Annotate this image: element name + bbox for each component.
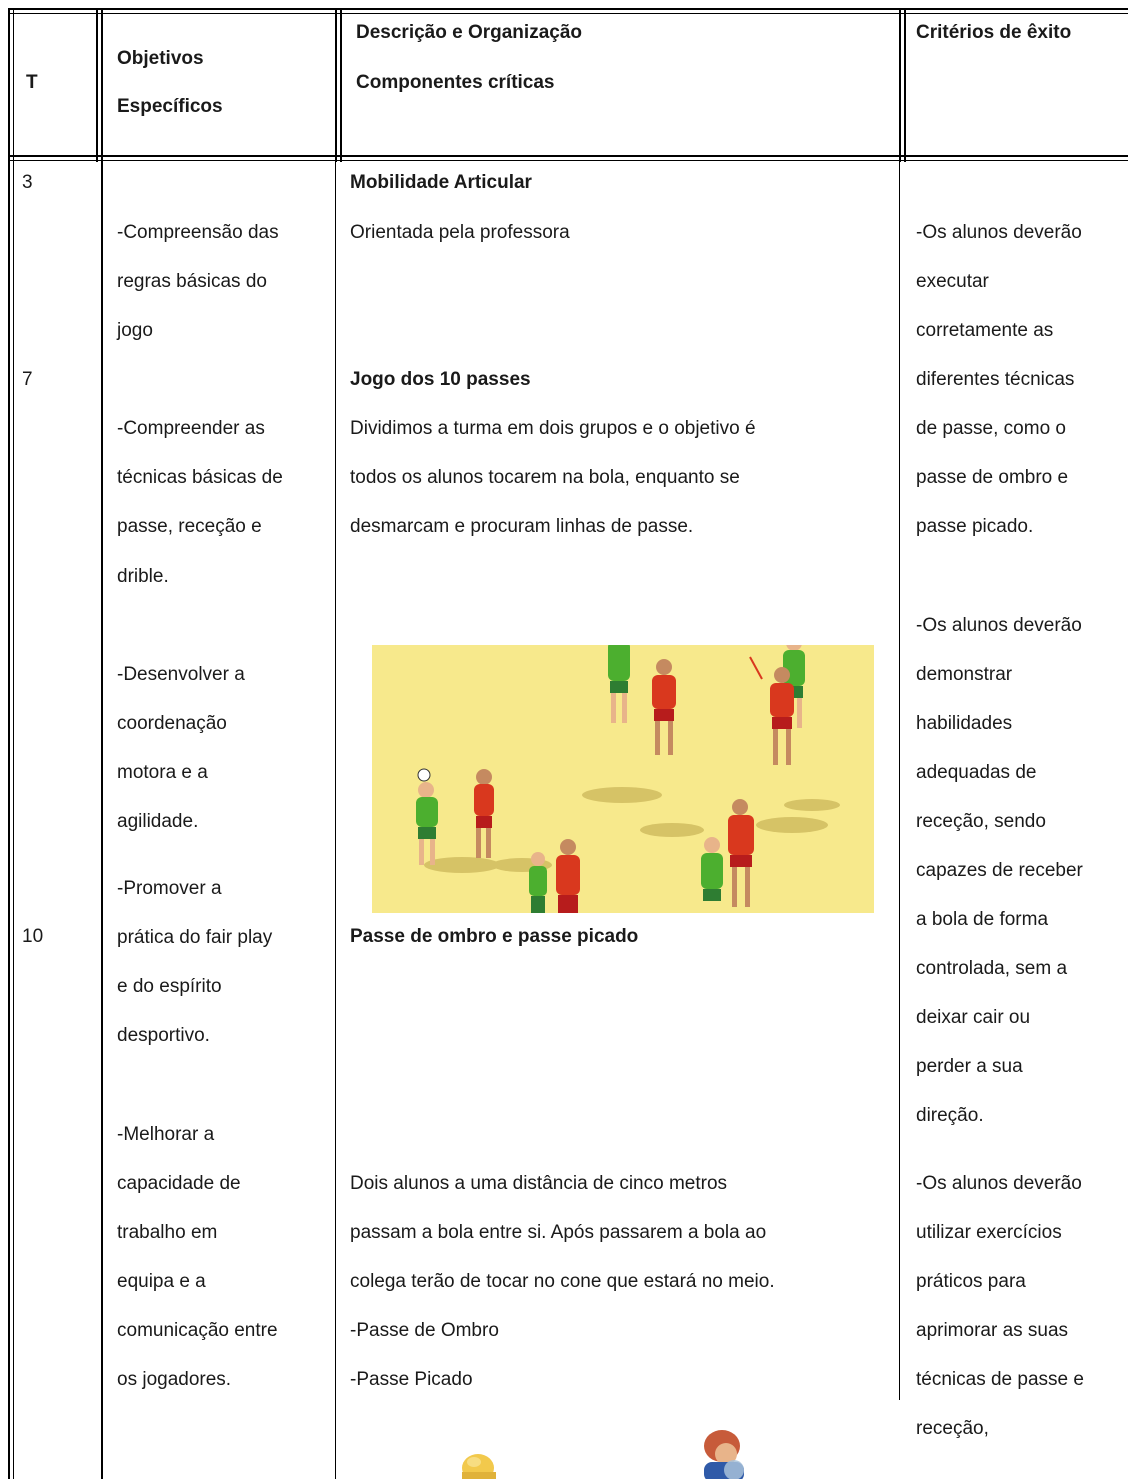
description-line: -Passe Picado bbox=[350, 1369, 473, 1390]
objective-line: -Compreensão das bbox=[117, 222, 279, 243]
description-line: desmarcam e procuram linhas de passe. bbox=[350, 516, 694, 537]
red-player bbox=[652, 659, 676, 755]
col2-header-b bbox=[340, 10, 342, 162]
passing-illustration bbox=[440, 1420, 820, 1479]
header-bottom-outer bbox=[10, 155, 1128, 157]
criteria-line: de passe, como o bbox=[916, 418, 1066, 439]
description-line: -Passe de Ombro bbox=[350, 1320, 499, 1341]
objective-line: -Compreender as bbox=[117, 418, 265, 439]
objective-line: prática do fair play bbox=[117, 927, 273, 948]
red-player bbox=[770, 667, 794, 765]
col3-header-b bbox=[904, 10, 906, 162]
description-line: Orientada pela professora bbox=[350, 222, 570, 243]
criteria-line: -Os alunos deverão bbox=[916, 615, 1082, 636]
objective-line: motora e a bbox=[117, 762, 208, 783]
header-objectives-2: Específicos bbox=[117, 96, 223, 117]
criteria-line: perder a sua bbox=[916, 1056, 1023, 1077]
criteria-line: executar bbox=[916, 271, 989, 292]
red-player bbox=[474, 769, 494, 858]
objective-line: -Desenvolver a bbox=[117, 664, 245, 685]
criteria-line: habilidades bbox=[916, 713, 1013, 734]
objective-line: trabalho em bbox=[117, 1222, 218, 1243]
objective-line: -Melhorar a bbox=[117, 1124, 215, 1145]
description-line: Dois alunos a uma distância de cinco met… bbox=[350, 1173, 728, 1194]
col3-body bbox=[899, 160, 900, 1400]
objective-line: drible. bbox=[117, 566, 169, 587]
objective-line: regras básicas do bbox=[117, 271, 267, 292]
col3-header-a bbox=[899, 10, 901, 162]
description-line: passam a bola entre si. Após passarem a … bbox=[350, 1222, 767, 1243]
objective-line: passe, receção e bbox=[117, 516, 262, 537]
description-heading: Passe de ombro e passe picado bbox=[350, 926, 639, 947]
objective-line: equipa e a bbox=[117, 1271, 206, 1292]
left-student bbox=[462, 1454, 496, 1479]
pass-arrow bbox=[749, 656, 763, 680]
criteria-line: -Os alunos deverão bbox=[916, 1173, 1082, 1194]
objective-line: agilidade. bbox=[117, 811, 199, 832]
criteria-line: receção, sendo bbox=[916, 811, 1046, 832]
description-heading: Mobilidade Articular bbox=[350, 172, 532, 193]
criteria-line: direção. bbox=[916, 1105, 984, 1126]
description-heading: Jogo dos 10 passes bbox=[350, 369, 531, 390]
criteria-line: utilizar exercícios bbox=[916, 1222, 1062, 1243]
objective-line: técnicas básicas de bbox=[117, 467, 283, 488]
criteria-line: capazes de receber bbox=[916, 860, 1083, 881]
criteria-line: receção, bbox=[916, 1418, 989, 1439]
objective-line: desportivo. bbox=[117, 1025, 210, 1046]
col1-header-b bbox=[101, 10, 103, 162]
right-student bbox=[704, 1430, 744, 1479]
criteria-line: técnicas de passe e bbox=[916, 1369, 1084, 1390]
header-objectives-1: Objetivos bbox=[117, 48, 204, 69]
criteria-line: adequadas de bbox=[916, 762, 1037, 783]
criteria-line: demonstrar bbox=[916, 664, 1013, 685]
header-bottom-inner bbox=[10, 160, 1128, 161]
criteria-line: passe de ombro e bbox=[916, 467, 1069, 488]
red-player bbox=[728, 799, 754, 907]
col2-header-a bbox=[335, 10, 337, 162]
description-line: todos os alunos tocarem na bola, enquant… bbox=[350, 467, 740, 488]
objective-line: -Promover a bbox=[117, 878, 222, 899]
passing-scene bbox=[462, 1430, 744, 1479]
top-border-inner bbox=[10, 13, 1128, 14]
green-player bbox=[416, 768, 438, 865]
criteria-line: controlada, sem a bbox=[916, 958, 1068, 979]
objective-line: capacidade de bbox=[117, 1173, 241, 1194]
red-player bbox=[556, 839, 580, 913]
header-criteria: Critérios de êxito bbox=[916, 22, 1072, 43]
header-description-1: Descrição e Organização bbox=[356, 22, 582, 43]
description-line: Dividimos a turma em dois grupos e o obj… bbox=[350, 418, 756, 439]
time-value: 10 bbox=[22, 926, 44, 947]
criteria-line: práticos para bbox=[916, 1271, 1026, 1292]
handball-game-illustration bbox=[372, 645, 874, 913]
objective-line: comunicação entre bbox=[117, 1320, 278, 1341]
left-border-outer bbox=[8, 8, 10, 1479]
top-border-outer bbox=[10, 8, 1128, 10]
col1-body bbox=[101, 160, 103, 1479]
green-player bbox=[701, 837, 723, 901]
green-player bbox=[608, 645, 630, 723]
criteria-line: -Os alunos deverão bbox=[916, 222, 1082, 243]
col2-body bbox=[335, 160, 336, 1479]
header-t: T bbox=[26, 72, 38, 93]
criteria-line: aprimorar as suas bbox=[916, 1320, 1069, 1341]
description-line: colega terão de tocar no cone que estará… bbox=[350, 1271, 775, 1292]
left-border-inner bbox=[13, 8, 14, 1479]
criteria-line: corretamente as bbox=[916, 320, 1054, 341]
col1-header-a bbox=[96, 10, 98, 162]
time-value: 3 bbox=[22, 172, 33, 193]
criteria-line: a bola de forma bbox=[916, 909, 1049, 930]
objective-line: coordenação bbox=[117, 713, 227, 734]
objective-line: e do espírito bbox=[117, 976, 222, 997]
criteria-line: diferentes técnicas bbox=[916, 369, 1075, 390]
objective-line: os jogadores. bbox=[117, 1369, 232, 1390]
objective-line: jogo bbox=[117, 320, 153, 341]
handball-ball bbox=[417, 768, 431, 782]
green-player bbox=[529, 852, 547, 913]
handball-scene bbox=[372, 645, 874, 913]
header-description-2: Componentes críticas bbox=[356, 72, 555, 93]
criteria-line: passe picado. bbox=[916, 516, 1034, 537]
time-value: 7 bbox=[22, 369, 33, 390]
criteria-line: deixar cair ou bbox=[916, 1007, 1031, 1028]
